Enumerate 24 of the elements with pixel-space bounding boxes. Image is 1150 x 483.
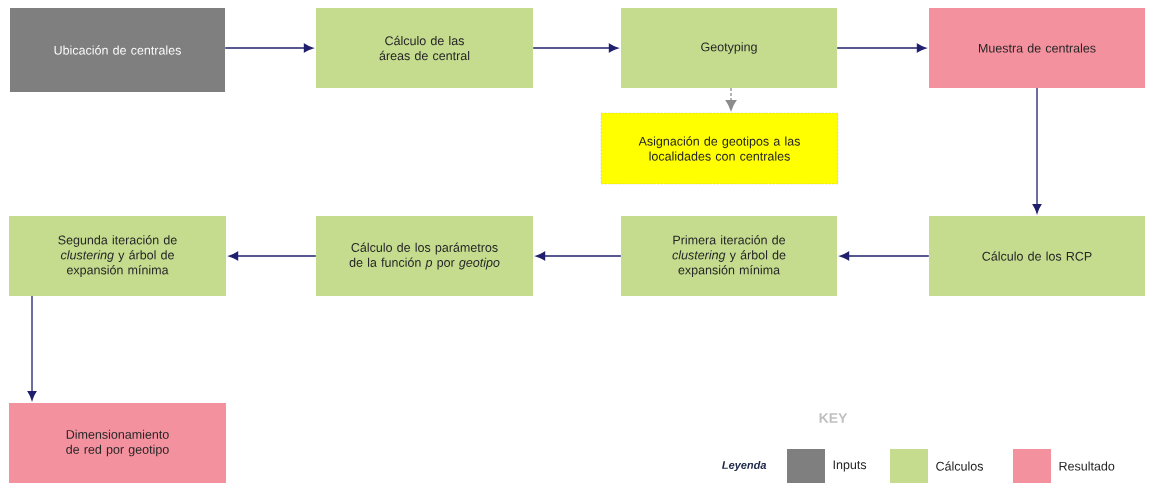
legend-title: Leyenda [722, 460, 767, 472]
process-box: Cálculo de las áreas de central [316, 8, 533, 88]
process-box: Cálculo de los parámetros de la función p por geotipo [316, 216, 533, 296]
arrow [27, 295, 37, 401]
process-box: Ubicación de centrales [10, 8, 225, 92]
arrow [532, 43, 619, 53]
legend-label: Inputs [833, 460, 867, 472]
process-box: Cálculo de los RCP [929, 216, 1145, 296]
arrow [228, 251, 317, 261]
arrow [836, 43, 927, 53]
process-box: Muestra de centrales [929, 8, 1145, 88]
arrow [839, 251, 930, 261]
legend-label: Cálculos [936, 461, 983, 471]
process-box: Asignación de geotipos a las localidades con centrales [600, 112, 839, 185]
process-box: Segunda iteración de clustering y árbol de expansión mínima [9, 216, 226, 296]
arrow [725, 87, 737, 111]
legend-heading: KEY [819, 413, 848, 423]
process-box: Geotyping [621, 8, 837, 88]
arrow [1032, 87, 1042, 214]
process-box: Primera iteración de clustering y árbol de expansión mínima [621, 216, 837, 296]
arrow [535, 251, 622, 261]
arrow [224, 43, 314, 53]
process-box: Dimensionamiento de red por geotipo [9, 403, 226, 483]
legend-label: Resultado [1059, 461, 1115, 471]
